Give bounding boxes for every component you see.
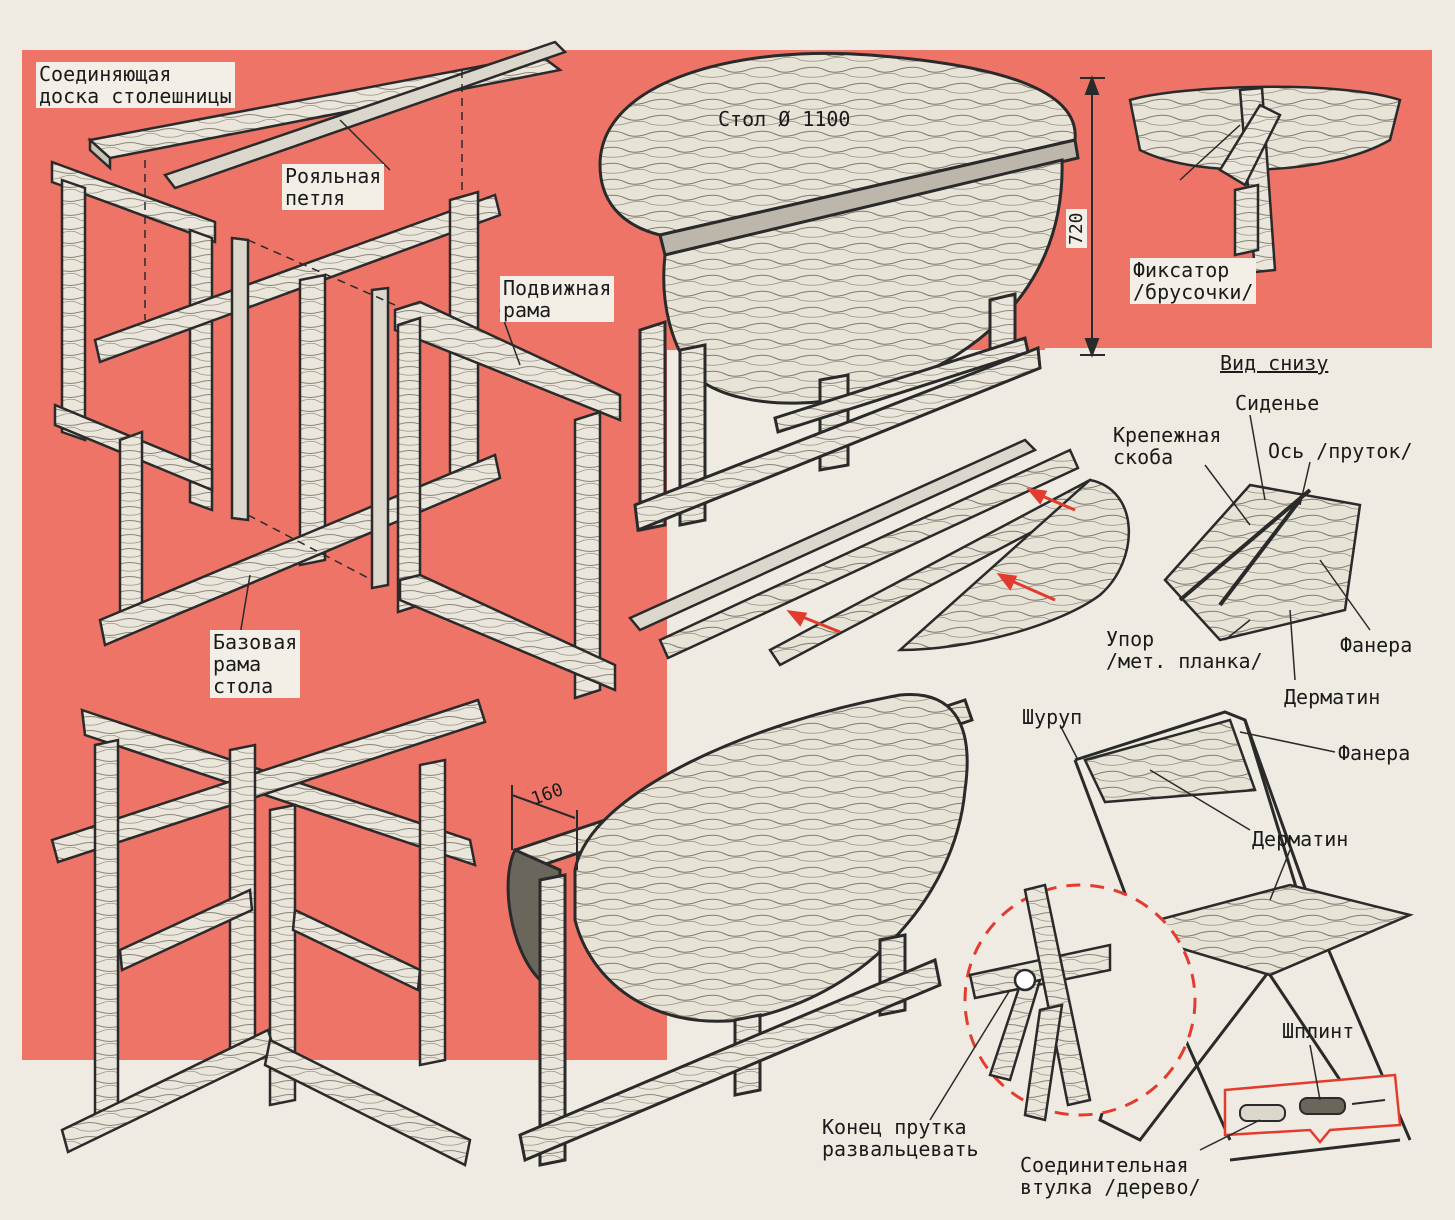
label-bracket: Крепежная скоба bbox=[1113, 423, 1222, 469]
label-cotter-pin: Шплинт bbox=[1282, 1019, 1355, 1043]
exploded-tabletop bbox=[627, 438, 1130, 667]
piano-hinge bbox=[162, 40, 568, 190]
label-connecting-board: Соединяющая доска столешницы bbox=[36, 62, 235, 108]
joint-detail bbox=[963, 883, 1197, 1122]
label-plywood-2: Фанера bbox=[1338, 741, 1411, 765]
cross-beam bbox=[93, 193, 502, 364]
folded-table bbox=[506, 692, 974, 1167]
cross-base bbox=[50, 698, 487, 1167]
light-area bbox=[1045, 348, 1445, 350]
label-axis: Ось /пруток/ bbox=[1268, 439, 1413, 463]
label-leatherette-1: Дерматин bbox=[1284, 685, 1381, 709]
dimension-height: 720 bbox=[1066, 209, 1087, 248]
label-latch: Фиксатор /брусочки/ bbox=[1130, 258, 1257, 304]
chair-back bbox=[1083, 718, 1257, 804]
leaf-dimension bbox=[511, 785, 578, 870]
label-piano-hinge: Рояльная петля bbox=[282, 164, 385, 210]
chair-seat bbox=[1115, 883, 1414, 977]
label-screw: Шуруп bbox=[1022, 705, 1083, 729]
round-table bbox=[598, 51, 1080, 533]
label-sleeve: Соединительная втулка /дерево/ bbox=[1020, 1153, 1201, 1199]
label-seat: Сиденье bbox=[1235, 391, 1320, 415]
label-rod-end: Конец прутка развальцевать bbox=[822, 1115, 979, 1161]
exploded-base-frame bbox=[50, 40, 622, 700]
joint-circle bbox=[963, 883, 1197, 1117]
label-base-frame: Базовая рама стола bbox=[210, 630, 301, 698]
dashed-guides bbox=[144, 70, 463, 581]
label-movable-frame: Подвижная рама bbox=[500, 276, 615, 322]
height-dimension bbox=[1080, 75, 1105, 358]
label-plywood-1: Фанера bbox=[1340, 633, 1413, 657]
label-stop: Упор /мет. планка/ bbox=[1106, 627, 1263, 673]
label-bottom-view: Вид снизу bbox=[1220, 351, 1329, 375]
latch-detail bbox=[1128, 85, 1402, 274]
movable-frame bbox=[393, 300, 622, 422]
insert-arrows bbox=[786, 488, 1076, 634]
hinge-strip-tabletop bbox=[627, 438, 1038, 632]
sleeve-detail bbox=[1223, 1073, 1402, 1144]
seat-underside bbox=[1163, 483, 1362, 642]
label-leaders-right bbox=[929, 124, 1371, 1151]
label-table: Стол Ø 1100 bbox=[718, 107, 851, 131]
table-leaf-top bbox=[598, 51, 1077, 237]
label-leatherette-2: Дерматин bbox=[1252, 827, 1349, 851]
